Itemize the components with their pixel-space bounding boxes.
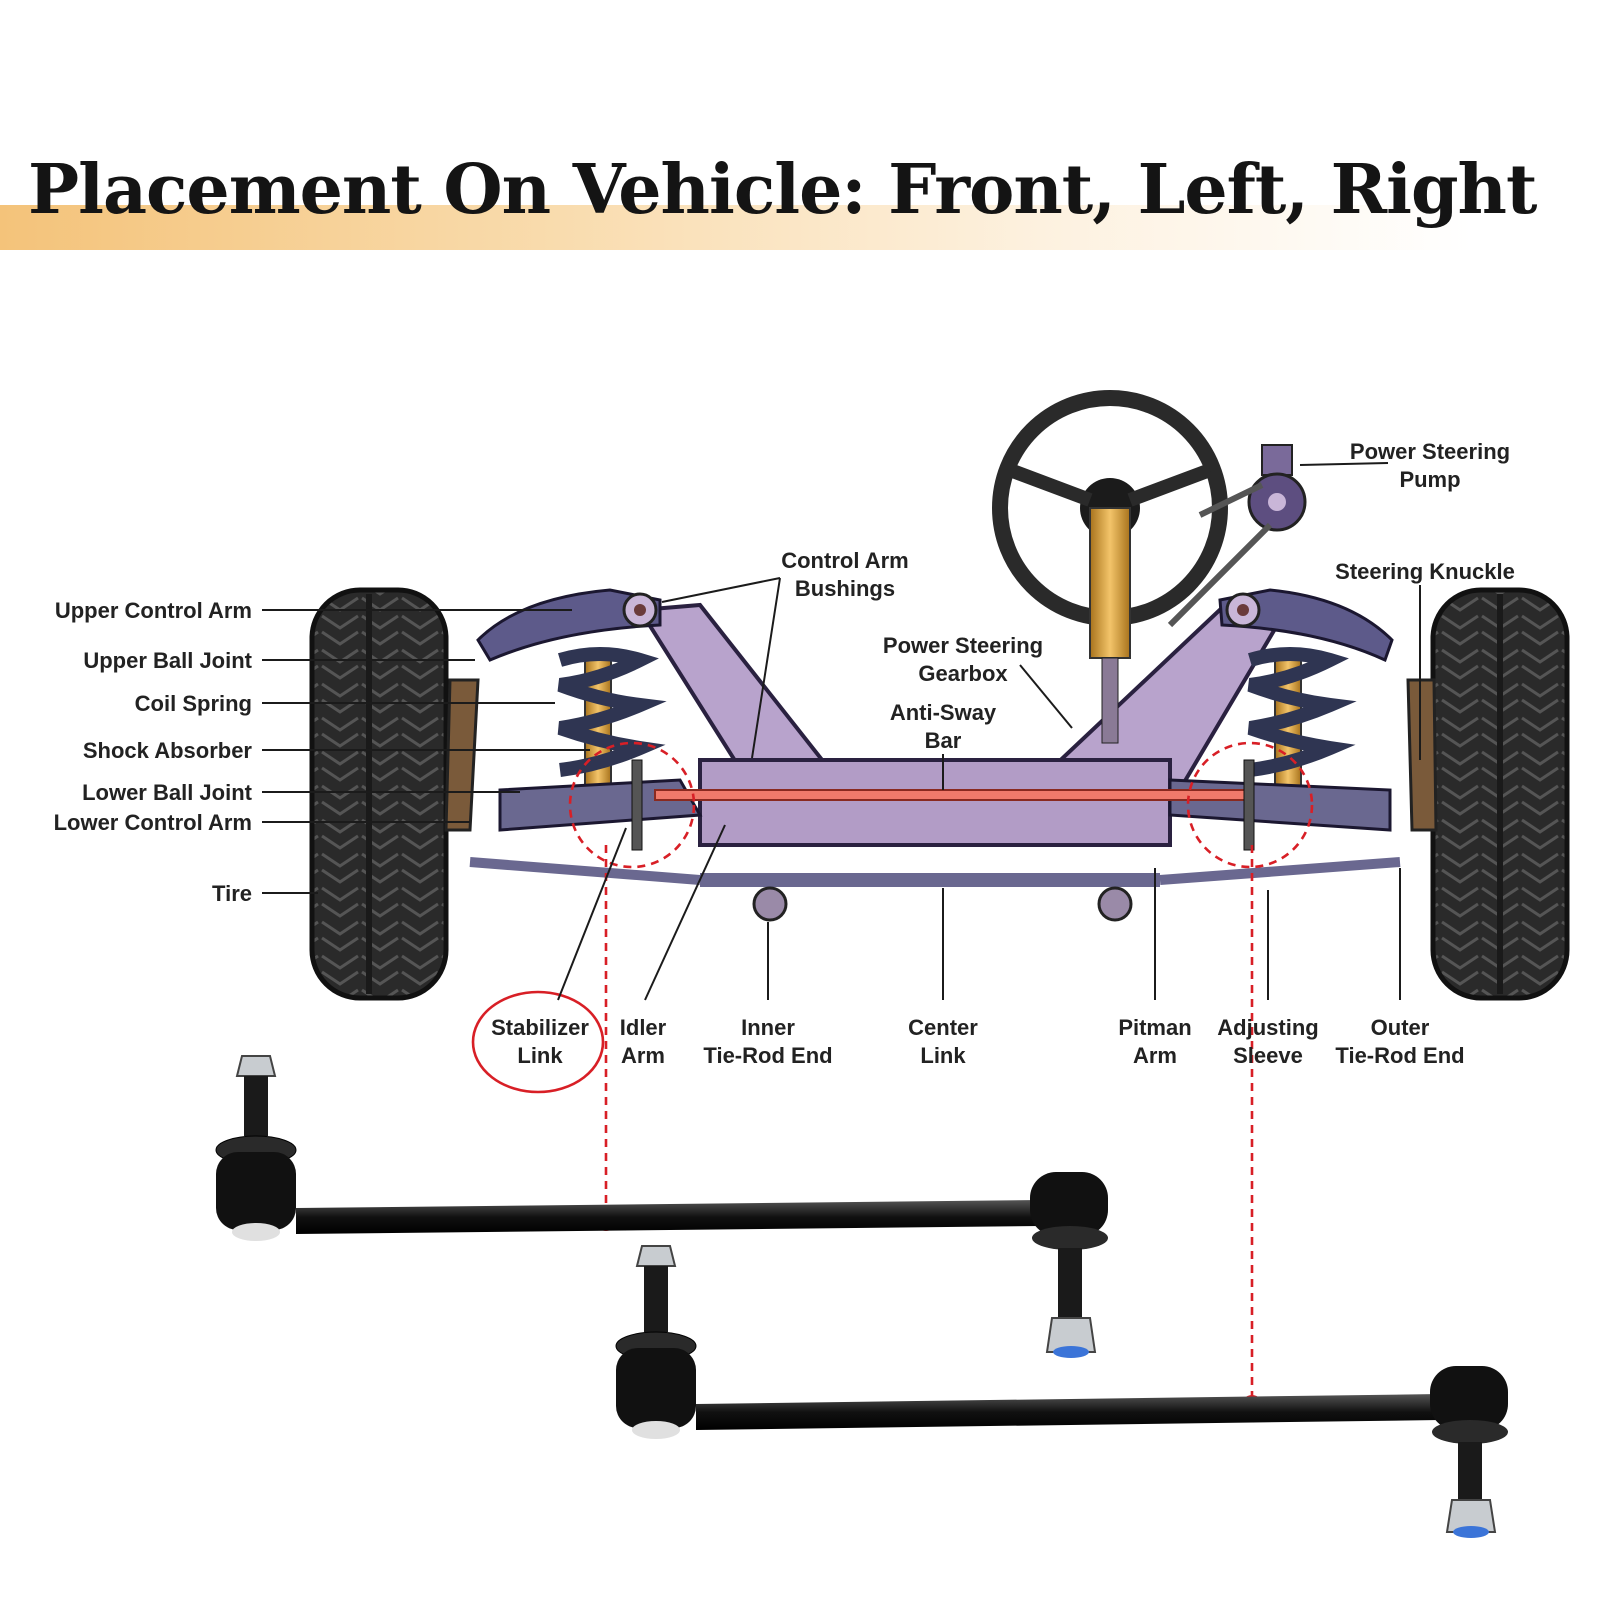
label-power-steering-pump-2: Pump <box>1399 467 1460 492</box>
label-lower-control-arm: Lower Control Arm <box>54 810 252 835</box>
left-tire-icon <box>309 587 449 1001</box>
label-shock-absorber: Shock Absorber <box>83 738 253 763</box>
stabilizer-link-part-icon-2 <box>615 1245 1508 1538</box>
title-highlight-banner <box>0 205 1600 250</box>
stabilizer-link-part-icon <box>215 1055 1108 1358</box>
right-lower-control-arm <box>1168 778 1392 832</box>
stabilizer-link-label-circle <box>471 990 605 1094</box>
label-anti-sway-bar-1: Anti-Sway <box>890 700 997 725</box>
label-power-steering-gearbox-2: Gearbox <box>918 661 1008 686</box>
label-center-link-1: Center <box>908 1015 978 1040</box>
right-tie-rod <box>1159 857 1401 885</box>
label-control-arm-bushings-1: Control Arm <box>781 548 909 573</box>
right-upper-control-arm <box>1218 588 1394 663</box>
left-stabilizer-link-on-car <box>631 759 643 851</box>
label-power-steering-gearbox-1: Power Steering <box>883 633 1043 658</box>
label-inner-tie-rod-end-1: Inner <box>741 1015 795 1040</box>
anti-sway-bar <box>654 789 1246 801</box>
right-steering-knuckle <box>1406 678 1438 832</box>
crossmember-beam <box>698 758 1172 847</box>
power-steering-pump-icon <box>1167 444 1307 628</box>
label-inner-tie-rod-end-2: Tie-Rod End <box>703 1043 832 1068</box>
right-tire-icon <box>1430 587 1570 1001</box>
right-link-highlight-circle <box>1186 741 1314 869</box>
label-lower-ball-joint: Lower Ball Joint <box>82 780 253 805</box>
label-stabilizer-link-2: Link <box>517 1043 563 1068</box>
label-tire: Tire <box>212 881 252 906</box>
left-lower-control-arm <box>498 778 703 832</box>
label-control-arm-bushings-2: Bushings <box>795 576 895 601</box>
label-steering-knuckle: Steering Knuckle <box>1335 559 1515 584</box>
page-title: Placement On Vehicle: Front, Left, Right <box>28 150 1537 230</box>
label-anti-sway-bar-2: Bar <box>925 728 962 753</box>
label-upper-ball-joint: Upper Ball Joint <box>83 648 252 673</box>
label-outer-tie-rod-end-1: Outer <box>1371 1015 1430 1040</box>
lead-lines <box>262 462 1421 1001</box>
label-center-link-2: Link <box>920 1043 966 1068</box>
steering-column <box>1089 507 1131 659</box>
left-link-highlight-circle <box>568 741 696 869</box>
label-idler-arm-2: Arm <box>621 1043 665 1068</box>
label-idler-arm-1: Idler <box>620 1015 667 1040</box>
label-stabilizer-link-1: Stabilizer <box>491 1015 589 1040</box>
right-stabilizer-link-on-car <box>1243 759 1255 851</box>
left-coil-spring <box>557 647 667 791</box>
label-adjusting-sleeve-2: Sleeve <box>1233 1043 1303 1068</box>
left-tie-rod <box>469 857 701 885</box>
steering-shaft <box>1101 657 1119 744</box>
label-upper-control-arm: Upper Control Arm <box>55 598 252 623</box>
label-outer-tie-rod-end-2: Tie-Rod End <box>1335 1043 1464 1068</box>
left-upper-control-arm <box>476 588 662 662</box>
right-coil-spring <box>1247 647 1357 791</box>
label-pitman-arm-2: Arm <box>1133 1043 1177 1068</box>
label-power-steering-pump-1: Power Steering <box>1350 439 1510 464</box>
label-coil-spring: Coil Spring <box>135 691 252 716</box>
label-pitman-arm-1: Pitman <box>1118 1015 1191 1040</box>
label-adjusting-sleeve-1: Adjusting <box>1217 1015 1318 1040</box>
